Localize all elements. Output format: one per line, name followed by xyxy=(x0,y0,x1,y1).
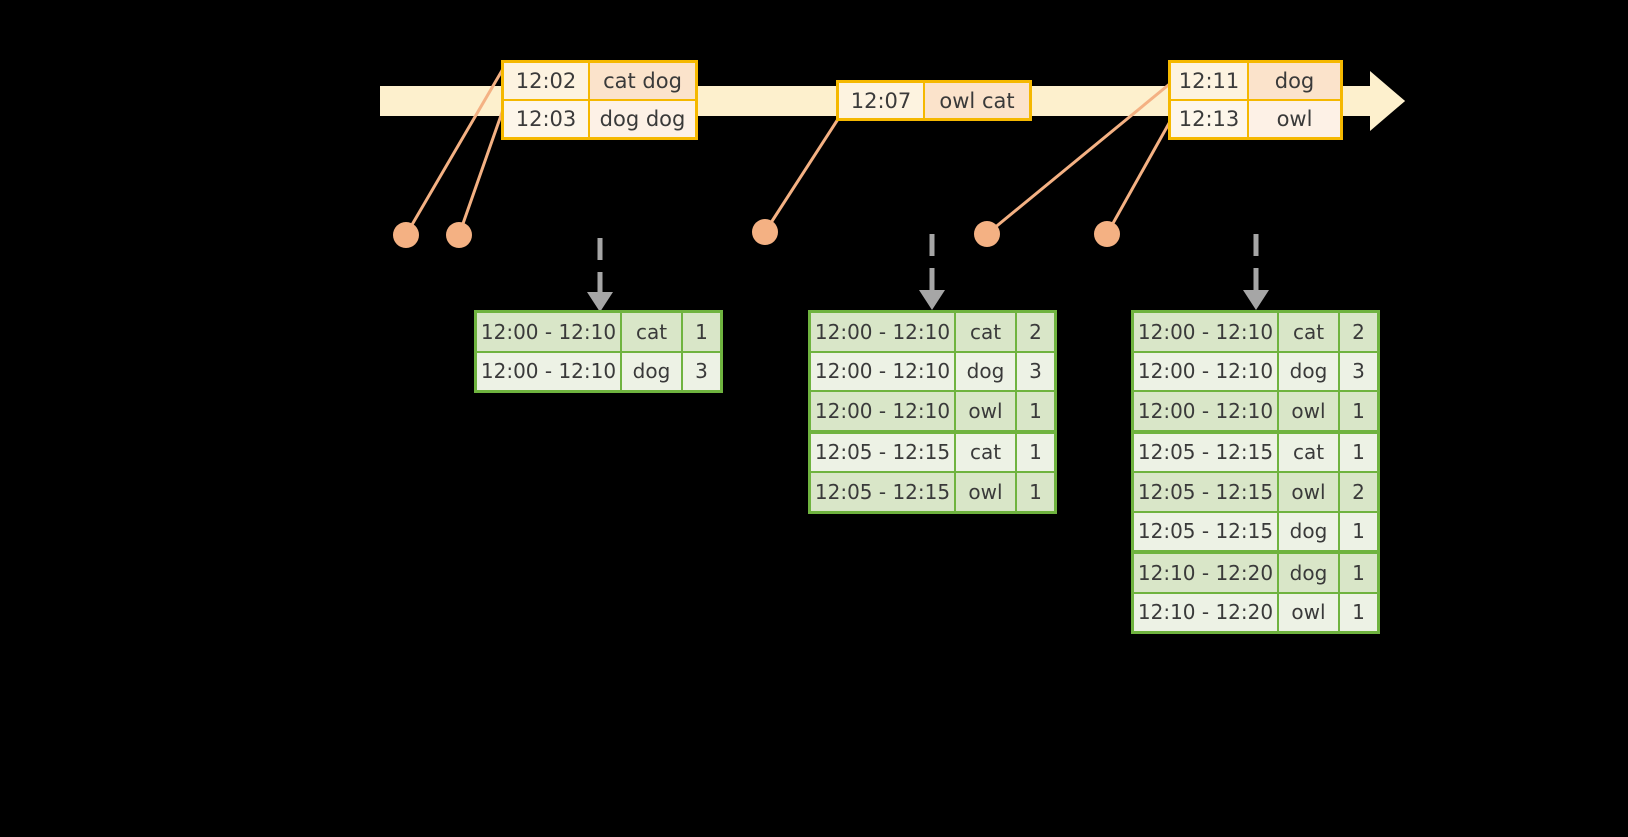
dashed-arrow-3-head xyxy=(1243,290,1269,310)
cell-count: 2 xyxy=(1338,313,1377,351)
event-time: 12:13 xyxy=(1171,101,1247,137)
cell-window: 12:10 - 12:20 xyxy=(1134,554,1277,592)
event-time: 12:02 xyxy=(504,63,588,99)
connector-1213 xyxy=(1105,117,1174,235)
cell-count: 1 xyxy=(1015,473,1054,511)
cell-window: 12:00 - 12:10 xyxy=(1134,392,1277,430)
event-box-3[interactable]: 12:11 dog 12:13 owl xyxy=(1168,60,1343,140)
cell-count: 1 xyxy=(1338,392,1377,430)
event-row[interactable]: 12:13 owl xyxy=(1171,99,1340,137)
event-row[interactable]: 12:07 owl cat xyxy=(839,83,1029,118)
event-dot-1211 xyxy=(974,221,1000,247)
cell-window: 12:05 - 12:15 xyxy=(811,473,954,511)
cell-key: dog xyxy=(1277,352,1338,390)
cell-key: dog xyxy=(954,352,1015,390)
connector-1207 xyxy=(763,115,842,233)
event-box-1[interactable]: 12:02 cat dog 12:03 dog dog xyxy=(501,60,698,140)
event-dot-1207 xyxy=(752,219,778,245)
dashed-arrow-1-head xyxy=(587,292,613,312)
event-row[interactable]: 12:03 dog dog xyxy=(504,99,695,137)
cell-count: 2 xyxy=(1015,313,1054,351)
event-words: owl xyxy=(1247,101,1340,137)
event-dot-1202 xyxy=(393,222,419,248)
event-words: dog dog xyxy=(588,101,695,137)
cell-window: 12:00 - 12:10 xyxy=(811,352,954,390)
cell-count: 3 xyxy=(681,352,720,390)
cell-window: 12:05 - 12:15 xyxy=(1134,473,1277,511)
event-words: dog xyxy=(1247,63,1340,99)
cell-count: 1 xyxy=(1015,433,1054,471)
cell-window: 12:00 - 12:10 xyxy=(811,392,954,430)
dashed-arrow-2-head xyxy=(919,290,945,310)
event-time: 12:11 xyxy=(1171,63,1247,99)
cell-window: 12:00 - 12:10 xyxy=(477,313,620,351)
cell-count: 1 xyxy=(1338,593,1377,631)
event-row[interactable]: 12:02 cat dog xyxy=(504,63,695,99)
right-arrow-icon xyxy=(1370,72,1405,130)
cell-key: dog xyxy=(1277,512,1338,550)
cell-window: 12:10 - 12:20 xyxy=(1134,593,1277,631)
connector-1203 xyxy=(457,103,507,236)
event-row[interactable]: 12:11 dog xyxy=(1171,63,1340,99)
event-time: 12:03 xyxy=(504,101,588,137)
event-words: cat dog xyxy=(588,63,695,99)
cell-key: dog xyxy=(620,352,681,390)
right-arrow-head xyxy=(1370,71,1405,131)
cell-count: 1 xyxy=(1338,512,1377,550)
cell-key: owl xyxy=(1277,593,1338,631)
event-box-2[interactable]: 12:07 owl cat xyxy=(836,80,1032,121)
cell-key: owl xyxy=(954,392,1015,430)
cell-window: 12:05 - 12:15 xyxy=(1134,512,1277,550)
cell-count: 3 xyxy=(1338,352,1377,390)
cell-key: owl xyxy=(1277,473,1338,511)
cell-window: 12:00 - 12:10 xyxy=(1134,313,1277,351)
cell-key: cat xyxy=(620,313,681,351)
event-time: 12:07 xyxy=(839,83,923,118)
cell-window: 12:00 - 12:10 xyxy=(811,313,954,351)
cell-count: 3 xyxy=(1015,352,1054,390)
cell-key: owl xyxy=(1277,392,1338,430)
cell-count: 1 xyxy=(1338,554,1377,592)
cell-key: owl xyxy=(954,473,1015,511)
cell-window: 12:00 - 12:10 xyxy=(1134,352,1277,390)
cell-count: 2 xyxy=(1338,473,1377,511)
cell-count: 1 xyxy=(1338,433,1377,471)
cell-key: cat xyxy=(954,313,1015,351)
cell-key: cat xyxy=(1277,313,1338,351)
cell-window: 12:00 - 12:10 xyxy=(477,352,620,390)
event-words: owl cat xyxy=(923,83,1029,118)
cell-count: 1 xyxy=(681,313,720,351)
event-dot-1203 xyxy=(446,222,472,248)
cell-key: cat xyxy=(954,433,1015,471)
cell-key: dog xyxy=(1277,554,1338,592)
cell-count: 1 xyxy=(1015,392,1054,430)
cell-window: 12:05 - 12:15 xyxy=(1134,433,1277,471)
cell-key: cat xyxy=(1277,433,1338,471)
event-dot-1213 xyxy=(1094,221,1120,247)
cell-window: 12:05 - 12:15 xyxy=(811,433,954,471)
